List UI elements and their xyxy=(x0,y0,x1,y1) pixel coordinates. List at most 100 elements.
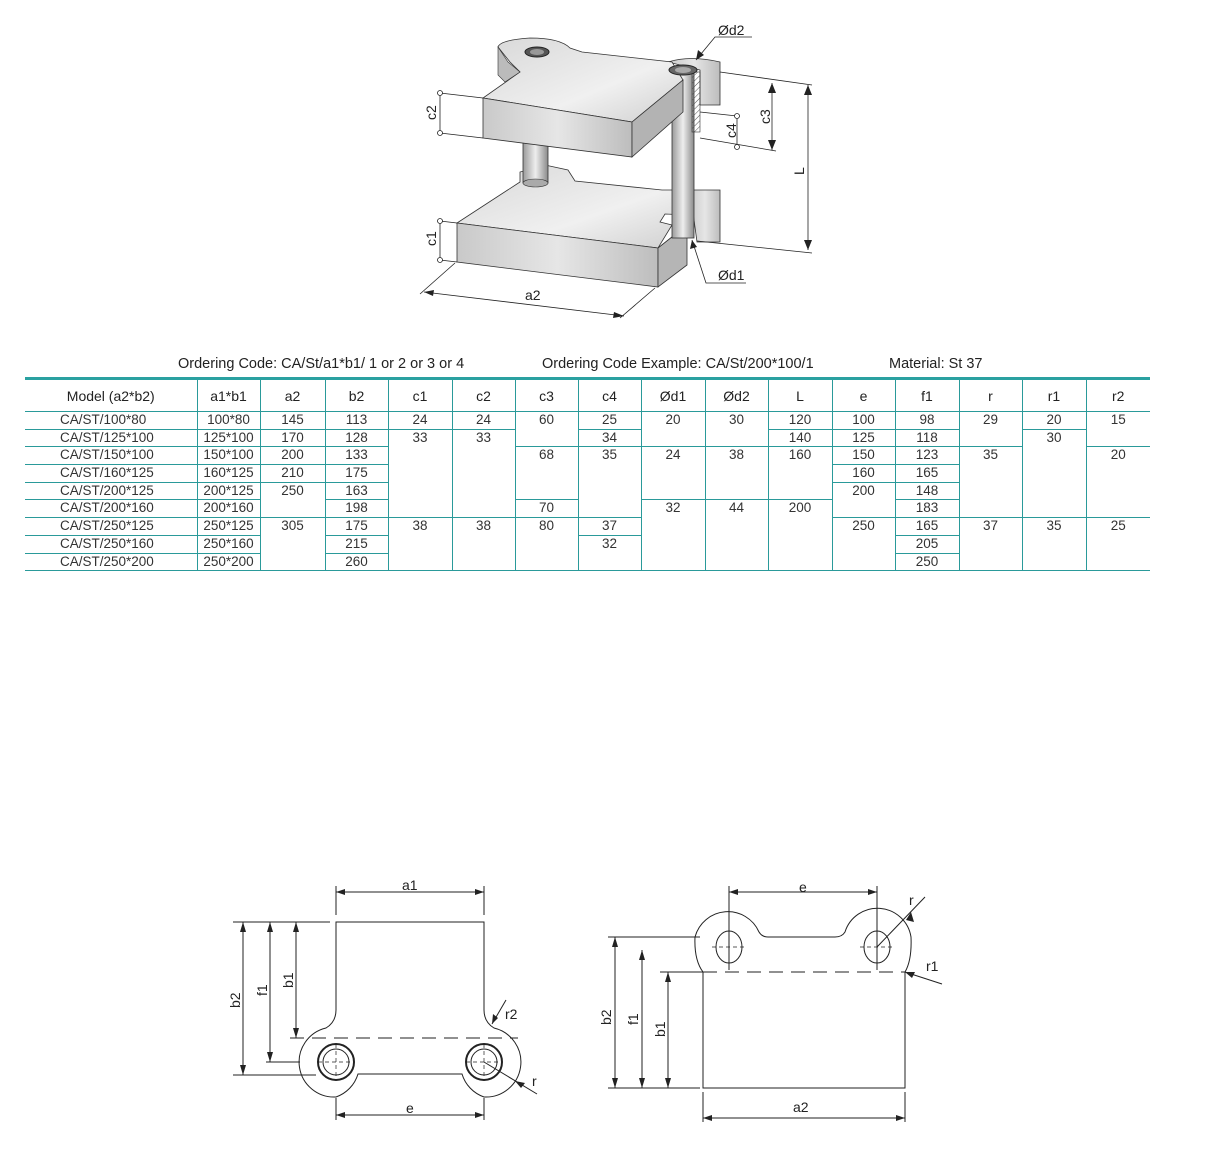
table-cell: CA/ST/250*200 xyxy=(25,553,197,572)
table-cell: 24 xyxy=(640,446,705,501)
table-cell: 125 xyxy=(831,429,895,448)
table-cell: 165 xyxy=(894,464,959,483)
label-f1-right: f1 xyxy=(625,1013,641,1025)
table-cell: 160*125 xyxy=(196,464,260,483)
table-cell: 37 xyxy=(958,517,1022,572)
table-cell: 183 xyxy=(894,499,959,519)
label-c3: c3 xyxy=(757,109,773,124)
table-cell: 32 xyxy=(577,535,641,572)
table-cell: 305 xyxy=(259,517,325,572)
table-cell: 215 xyxy=(324,535,388,554)
label-r2: r2 xyxy=(505,1006,518,1022)
table-cell: CA/ST/250*160 xyxy=(25,535,197,554)
table-cell: 35 xyxy=(958,446,1022,519)
label-e-right: e xyxy=(799,879,807,895)
label-a1: a1 xyxy=(402,877,418,893)
table-cell: 133 xyxy=(324,446,388,466)
table-cell: 170 xyxy=(259,429,325,448)
table-cell: 30 xyxy=(1021,429,1086,519)
table-cell: 120 xyxy=(767,411,832,430)
label-b1-left: b1 xyxy=(280,972,296,988)
table-cell: CA/ST/200*125 xyxy=(25,482,197,501)
table-cell: 200*125 xyxy=(196,482,260,501)
label-r1: r1 xyxy=(926,958,939,974)
table-cell: 70 xyxy=(514,499,578,519)
table-cell: 68 xyxy=(514,446,578,501)
table-cell: 37 xyxy=(577,517,641,536)
table-cell: 15 xyxy=(1085,411,1150,448)
table-cell: CA/ST/160*125 xyxy=(25,464,197,483)
lower-plate-outline xyxy=(298,921,522,1098)
table-cell: CA/ST/125*100 xyxy=(25,429,197,448)
table-cell: 260 xyxy=(324,553,388,572)
table-cell: 175 xyxy=(324,464,388,483)
table-cell: 210 xyxy=(259,464,325,483)
column-header: a2 xyxy=(259,378,325,412)
table-cell: 20 xyxy=(1085,446,1150,519)
table-cell: 100 xyxy=(831,411,895,430)
column-header: f1 xyxy=(894,378,959,412)
table-cell: 34 xyxy=(577,429,641,448)
table-cell: 20 xyxy=(1021,411,1086,430)
label-c4: c4 xyxy=(723,123,739,138)
die-set-isometric-drawing: Ød2 Ød1 c2 c1 c4 c3 L a2 xyxy=(419,22,813,319)
material: Material: St 37 xyxy=(889,356,983,372)
table-cell: 200 xyxy=(767,499,832,572)
label-f1-left: f1 xyxy=(254,984,270,996)
label-c2: c2 xyxy=(423,105,439,120)
table-cell: CA/ST/250*125 xyxy=(25,517,197,536)
table-cell: 150*100 xyxy=(196,446,260,466)
table-cell: 33 xyxy=(387,429,452,519)
table-cell: 123 xyxy=(894,446,959,466)
label-c1: c1 xyxy=(423,231,439,246)
label-b2-right: b2 xyxy=(598,1009,614,1025)
table-cell: 29 xyxy=(958,411,1022,448)
table-cell: 24 xyxy=(451,411,515,430)
table-cell: 118 xyxy=(894,429,959,448)
table-cell: 198 xyxy=(324,499,388,519)
table-cell: 32 xyxy=(640,499,705,572)
table-cell: 100*80 xyxy=(196,411,260,430)
upper-plate-outline xyxy=(694,907,912,1089)
table-cell: 165 xyxy=(894,517,959,536)
column-header: a1*b1 xyxy=(196,378,260,412)
column-header: r2 xyxy=(1085,378,1150,412)
table-cell: 24 xyxy=(387,411,452,430)
table-cell: 175 xyxy=(324,517,388,536)
label-b1-right: b1 xyxy=(652,1021,668,1037)
table-cell: 200 xyxy=(259,446,325,466)
column-header: Model (a2*b2) xyxy=(25,378,197,412)
table-cell: 30 xyxy=(704,411,768,448)
table-cell: 140 xyxy=(767,429,832,448)
label-d2: Ød2 xyxy=(718,22,745,38)
table-cell: 25 xyxy=(577,411,641,430)
table-cell: 113 xyxy=(324,411,388,430)
table-cell: 160 xyxy=(831,464,895,483)
table-cell: 145 xyxy=(259,411,325,430)
table-cell: 35 xyxy=(577,446,641,519)
table-cell: 250*125 xyxy=(196,517,260,536)
table-cell: 150 xyxy=(831,446,895,466)
column-header: c3 xyxy=(514,378,578,412)
column-header: e xyxy=(831,378,895,412)
column-header: b2 xyxy=(324,378,388,412)
column-header: Ød1 xyxy=(640,378,705,412)
ordering-code-example: Ordering Code Example: CA/St/200*100/1 xyxy=(542,356,814,372)
table-cell: 205 xyxy=(894,535,959,554)
table-cell: 38 xyxy=(451,517,515,572)
column-header: c2 xyxy=(451,378,515,412)
table-cell: CA/ST/100*80 xyxy=(25,411,197,430)
column-header: r xyxy=(958,378,1022,412)
table-cell: 163 xyxy=(324,482,388,501)
table-cell: 160 xyxy=(767,446,832,501)
table-cell: CA/ST/200*160 xyxy=(25,499,197,519)
table-cell: 35 xyxy=(1021,517,1086,572)
